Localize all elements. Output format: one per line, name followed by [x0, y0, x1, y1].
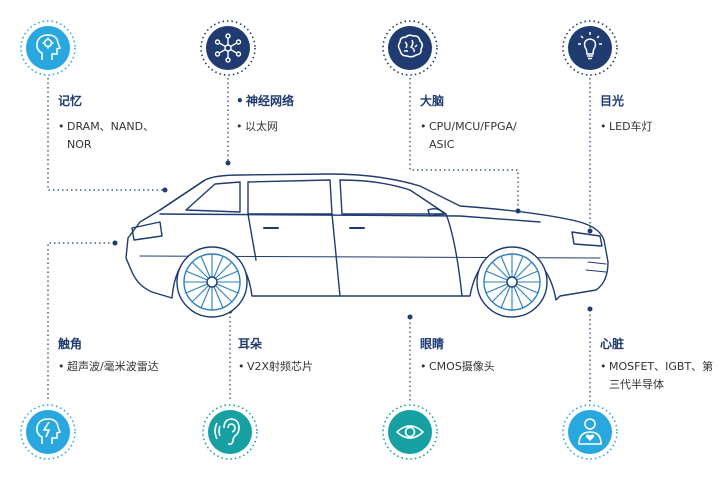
memory-desc: •DRAM、NAND、 NOR	[58, 120, 155, 151]
heart-title: 心脏	[600, 337, 625, 351]
brain-title: 大脑	[420, 94, 445, 108]
side-window-rear	[247, 179, 333, 215]
person-heart-icon	[578, 418, 602, 445]
memory-title: 记忆	[58, 94, 83, 108]
light-badge	[562, 20, 618, 76]
light-bulb-icon	[578, 32, 602, 60]
connector-brain	[409, 78, 519, 210]
eye-title: 眼睛	[420, 337, 445, 351]
antenna-title: 触角	[58, 337, 83, 351]
neural-network-icon	[214, 33, 242, 63]
rear-wheel	[176, 246, 248, 318]
eye-icon	[395, 425, 425, 439]
ear-icon	[214, 418, 240, 445]
rear-window	[185, 181, 241, 213]
antenna-badge	[20, 404, 76, 460]
heart-badge	[562, 404, 618, 460]
memory-badge	[20, 20, 76, 76]
eye-desc: •CMOS摄像头	[420, 360, 495, 373]
ear-badge	[202, 404, 258, 460]
light-title: 目光	[600, 94, 625, 108]
brain-icon	[397, 34, 424, 58]
head-lightning-icon	[36, 418, 62, 444]
light-desc: •LED车灯	[600, 120, 653, 133]
ear-title: 耳朵	[238, 337, 263, 351]
head-light	[571, 231, 603, 247]
connector-antenna	[47, 242, 114, 402]
front-wheel	[476, 246, 548, 318]
antenna-desc: •超声波/毫米波雷达	[58, 360, 159, 373]
heart-desc: •MOSFET、IGBT、第 三代半导体	[600, 360, 714, 391]
neural-network-title: •神经网络	[236, 94, 295, 108]
tail-light	[131, 221, 163, 241]
brain-badge	[382, 20, 438, 76]
connector-lines	[47, 78, 591, 402]
ear-desc: •V2X射频芯片	[238, 360, 314, 373]
connector-memory	[47, 78, 163, 191]
neural-network-badge	[200, 20, 256, 76]
side-window-front	[339, 179, 447, 215]
brain-gear-icon	[36, 34, 62, 60]
neural-network-desc: •以太网	[236, 120, 278, 133]
brain-desc: •CPU/MCU/FPGA/ ASIC	[420, 120, 517, 151]
eye-badge	[382, 404, 438, 460]
